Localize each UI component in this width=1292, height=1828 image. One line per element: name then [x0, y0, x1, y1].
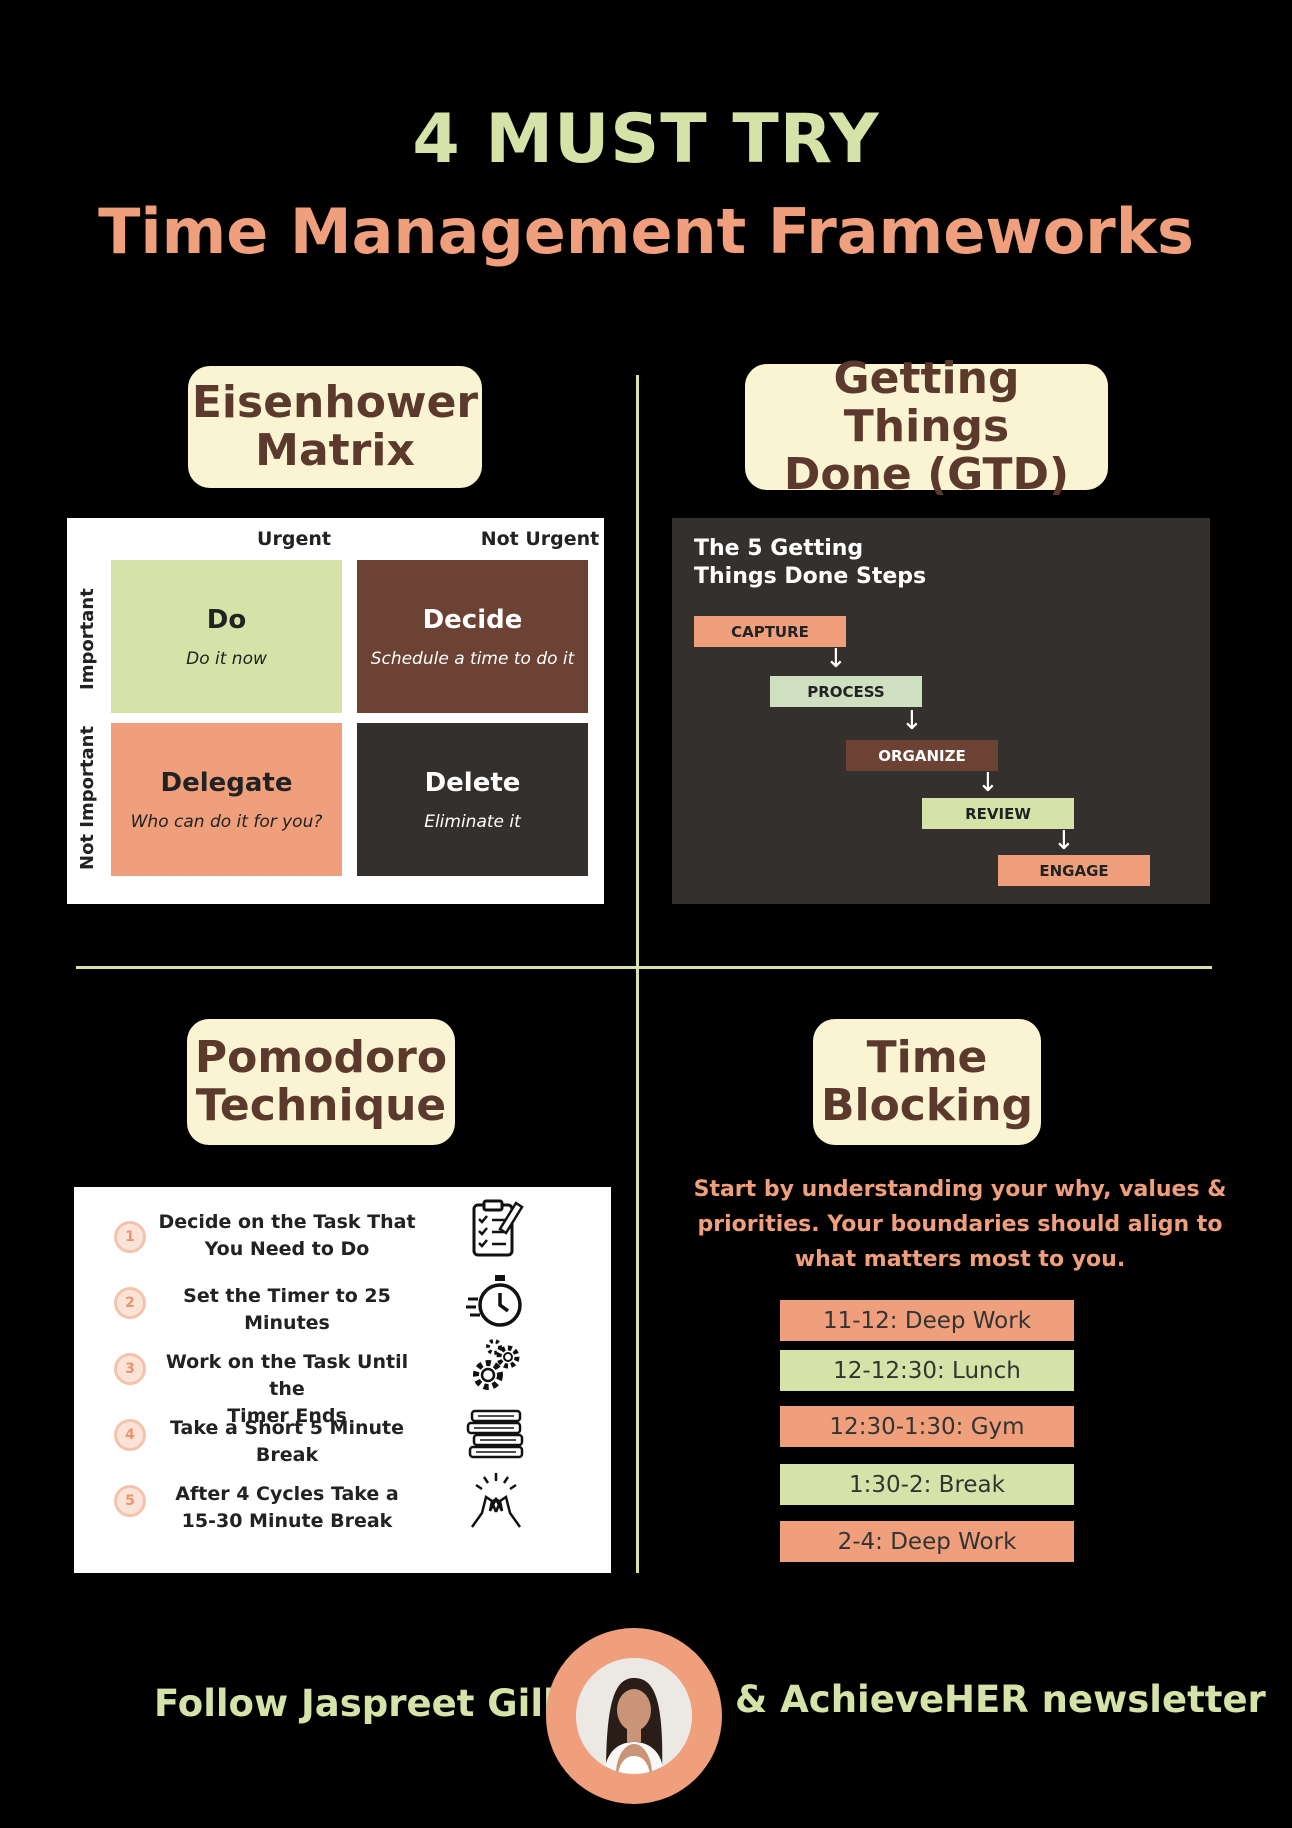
- stopwatch-icon: [466, 1275, 522, 1327]
- eisenhower-title-line-1: Eisenhower: [191, 377, 479, 428]
- row-header-not-important: Not Important: [77, 725, 98, 870]
- pomodoro-step-1: Decide on the Task That You Need to Do: [147, 1209, 427, 1263]
- quadrant-delegate: Delegate Who can do it for you?: [111, 723, 342, 876]
- avatar: [546, 1628, 722, 1804]
- high-five-icon: [470, 1473, 522, 1528]
- gtd-title-line-1: Getting Things: [833, 353, 1020, 452]
- pomodoro-step-1-line-1: Decide on the Task That: [158, 1211, 416, 1233]
- gtd-title-line-2: Done (GTD): [783, 449, 1070, 500]
- gtd-panel-title-line-1: The 5 Getting: [694, 536, 864, 561]
- gtd-step-engage: ENGAGE: [998, 855, 1150, 886]
- pomodoro-step-4-line-2: Break: [255, 1444, 319, 1466]
- eisenhower-title-line-2: Matrix: [255, 425, 415, 476]
- col-header-not-urgent: Not Urgent: [480, 528, 600, 550]
- timeblocking-title: Time Blocking: [813, 1019, 1041, 1145]
- quadrant-delegate-subtitle: Who can do it for you?: [130, 811, 323, 832]
- pomodoro-step-5: After 4 Cycles Take a 15-30 Minute Break: [147, 1481, 427, 1535]
- pomodoro-step-3-line-1: Work on the Task Until the: [165, 1351, 409, 1400]
- gtd-step-organize: ORGANIZE: [846, 740, 998, 771]
- footer-newsletter-text: & AchieveHER newsletter: [735, 1678, 1266, 1721]
- timeblocking-text-line-1: Start by understanding your why, values …: [693, 1177, 1227, 1202]
- step-number-badge: 2: [114, 1287, 146, 1319]
- quadrant-decide: Decide Schedule a time to do it: [357, 560, 588, 713]
- gtd-title: Getting Things Done (GTD): [745, 355, 1108, 499]
- row-header-important: Important: [77, 588, 98, 690]
- gtd-step-capture: CAPTURE: [694, 616, 846, 647]
- quadrant-decide-title: Decide: [422, 604, 523, 635]
- quadrant-delegate-title: Delegate: [160, 767, 293, 798]
- timeblocking-text-line-3: what matters most to you.: [794, 1247, 1126, 1272]
- gtd-step-review: REVIEW: [922, 798, 1074, 829]
- eisenhower-title: Eisenhower Matrix: [188, 366, 482, 488]
- title-line-2: Time Management Frameworks: [98, 195, 1194, 268]
- quadrant-do-title: Do: [206, 604, 247, 635]
- time-block-4: 1:30-2: Break: [780, 1464, 1074, 1505]
- time-block-2: 12-12:30: Lunch: [780, 1350, 1074, 1391]
- down-arrow-icon: ↓: [901, 706, 923, 736]
- gtd-step-process: PROCESS: [770, 676, 922, 707]
- quadrant-do-subtitle: Do it now: [186, 648, 267, 669]
- pomodoro-step-5-line-2: 15-30 Minute Break: [181, 1510, 393, 1532]
- timeblocking-title-line-2: Blocking: [820, 1080, 1034, 1131]
- clipboard-checklist-icon: [472, 1199, 524, 1257]
- step-number-badge: 1: [114, 1221, 146, 1253]
- quadrant-delete: Delete Eliminate it: [357, 723, 588, 876]
- quadrant-do: Do Do it now: [111, 560, 342, 713]
- down-arrow-icon: ↓: [1053, 826, 1075, 856]
- down-arrow-icon: ↓: [825, 644, 847, 674]
- gtd-steps-panel: The 5 Getting Things Done Steps CAPTURE …: [672, 518, 1210, 904]
- pomodoro-steps-panel: 1 Decide on the Task That You Need to Do…: [74, 1187, 611, 1573]
- gtd-panel-title-line-2: Things Done Steps: [694, 564, 927, 589]
- pomodoro-step-1-line-2: You Need to Do: [204, 1238, 370, 1260]
- time-block-3: 12:30-1:30: Gym: [780, 1406, 1074, 1447]
- pomodoro-title-line-1: Pomodoro: [194, 1032, 448, 1083]
- down-arrow-icon: ↓: [977, 768, 999, 798]
- footer-follow-text: Follow Jaspreet Gill: [154, 1682, 556, 1725]
- pomodoro-step-3: Work on the Task Until the Timer Ends: [147, 1349, 427, 1430]
- timeblocking-title-line-1: Time: [866, 1032, 988, 1083]
- pomodoro-step-2-line-1: Set the Timer to 25: [183, 1285, 391, 1307]
- time-block-5: 2-4: Deep Work: [780, 1521, 1074, 1562]
- pomodoro-step-5-line-1: After 4 Cycles Take a: [175, 1483, 399, 1505]
- vertical-divider: [636, 375, 639, 1573]
- title-line-1: 4 MUST TRY: [412, 100, 880, 179]
- col-header-urgent: Urgent: [257, 528, 331, 550]
- eisenhower-matrix: Urgent Not Urgent Important Not Importan…: [67, 518, 604, 904]
- quadrant-delete-subtitle: Eliminate it: [424, 811, 521, 832]
- time-block-1: 11-12: Deep Work: [780, 1300, 1074, 1341]
- timeblocking-text-line-2: priorities. Your boundaries should align…: [697, 1212, 1223, 1237]
- gtd-panel-title: The 5 Getting Things Done Steps: [694, 535, 926, 591]
- gears-icon: [473, 1339, 520, 1390]
- horizontal-divider: [76, 966, 1212, 969]
- pomodoro-title-line-2: Technique: [195, 1080, 447, 1131]
- pomodoro-title: Pomodoro Technique: [187, 1019, 455, 1145]
- pomodoro-step-3-line-2: Timer Ends: [227, 1405, 347, 1427]
- quadrant-decide-subtitle: Schedule a time to do it: [370, 648, 575, 669]
- timeblocking-description: Start by understanding your why, values …: [680, 1172, 1240, 1277]
- person-portrait-icon: [576, 1658, 692, 1774]
- pomodoro-step-4-line-1: Take a Short 5 Minute: [169, 1417, 404, 1439]
- pomodoro-step-4: Take a Short 5 Minute Break: [147, 1415, 427, 1469]
- avatar-photo: [576, 1658, 692, 1774]
- step-number-badge: 4: [114, 1419, 146, 1451]
- step-number-badge: 3: [114, 1353, 146, 1385]
- pomodoro-step-2: Set the Timer to 25 Minutes: [147, 1283, 427, 1337]
- pomodoro-step-2-line-2: Minutes: [244, 1312, 330, 1334]
- quadrant-delete-title: Delete: [424, 767, 521, 798]
- books-stack-icon: [466, 1409, 524, 1459]
- step-number-badge: 5: [114, 1485, 146, 1517]
